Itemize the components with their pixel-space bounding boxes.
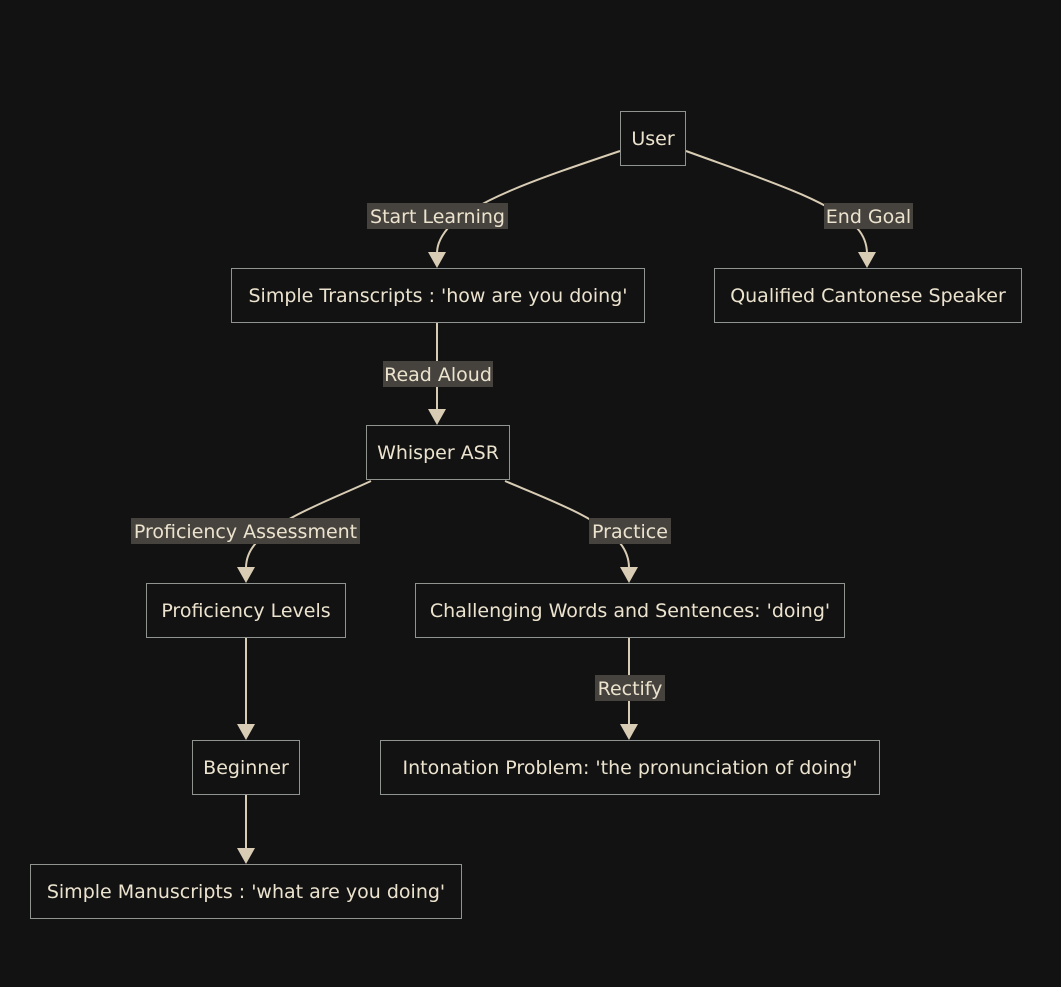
edge-label-end-goal: End Goal <box>824 203 913 229</box>
node-simple-manuscripts[interactable]: Simple Manuscripts : 'what are you doing… <box>30 864 462 919</box>
node-qualified-speaker-label: Qualified Cantonese Speaker <box>730 285 1006 307</box>
edge-label-practice: Practice <box>589 518 671 544</box>
edge-user-to-transcripts <box>436 150 621 255</box>
node-proficiency-levels[interactable]: Proficiency Levels <box>146 583 346 638</box>
node-whisper-asr[interactable]: Whisper ASR <box>366 425 510 480</box>
node-user-label: User <box>631 128 674 150</box>
edge-label-rectify: Rectify <box>595 675 665 701</box>
node-beginner[interactable]: Beginner <box>192 740 300 795</box>
node-simple-transcripts-label: Simple Transcripts : 'how are you doing' <box>248 285 627 307</box>
node-proficiency-levels-label: Proficiency Levels <box>161 600 330 622</box>
node-intonation-problem-label: Intonation Problem: 'the pronunciation o… <box>402 757 857 779</box>
node-simple-transcripts[interactable]: Simple Transcripts : 'how are you doing' <box>231 268 645 323</box>
edge-labels: Start Learning End Goal Read Aloud Profi… <box>131 203 913 701</box>
nodes: User Simple Transcripts : 'how are you d… <box>30 111 1022 919</box>
edge-label-proficiency-assessment: Proficiency Assessment <box>131 518 360 544</box>
arrow-beginner-to-manuscripts <box>237 848 255 864</box>
arrow-user-to-transcripts <box>428 252 446 268</box>
edge-label-rectify-text: Rectify <box>598 678 663 700</box>
edge-label-read-aloud: Read Aloud <box>383 361 493 387</box>
node-qualified-speaker[interactable]: Qualified Cantonese Speaker <box>714 268 1022 323</box>
arrow-whisper-to-challenging <box>620 567 638 583</box>
arrow-whisper-to-proficiency <box>237 567 255 583</box>
edge-user-to-qualified <box>685 150 868 255</box>
node-user[interactable]: User <box>620 111 686 166</box>
edge-label-proficiency-assessment-text: Proficiency Assessment <box>134 521 357 543</box>
edge-label-read-aloud-text: Read Aloud <box>384 364 492 386</box>
edge-label-practice-text: Practice <box>592 521 668 543</box>
node-whisper-asr-label: Whisper ASR <box>377 442 499 464</box>
edge-label-start-learning-text: Start Learning <box>370 206 505 228</box>
edge-label-start-learning: Start Learning <box>367 203 508 229</box>
node-beginner-label: Beginner <box>203 757 289 779</box>
node-challenging-words[interactable]: Challenging Words and Sentences: 'doing' <box>415 583 845 638</box>
node-simple-manuscripts-label: Simple Manuscripts : 'what are you doing… <box>47 881 445 903</box>
arrow-transcripts-to-whisper <box>428 409 446 425</box>
arrow-proficiency-to-beginner <box>237 724 255 740</box>
node-intonation-problem[interactable]: Intonation Problem: 'the pronunciation o… <box>380 740 880 795</box>
edge-label-end-goal-text: End Goal <box>826 206 911 228</box>
arrow-challenging-to-intonation <box>620 724 638 740</box>
arrow-user-to-qualified <box>858 252 876 268</box>
node-challenging-words-label: Challenging Words and Sentences: 'doing' <box>430 600 830 622</box>
